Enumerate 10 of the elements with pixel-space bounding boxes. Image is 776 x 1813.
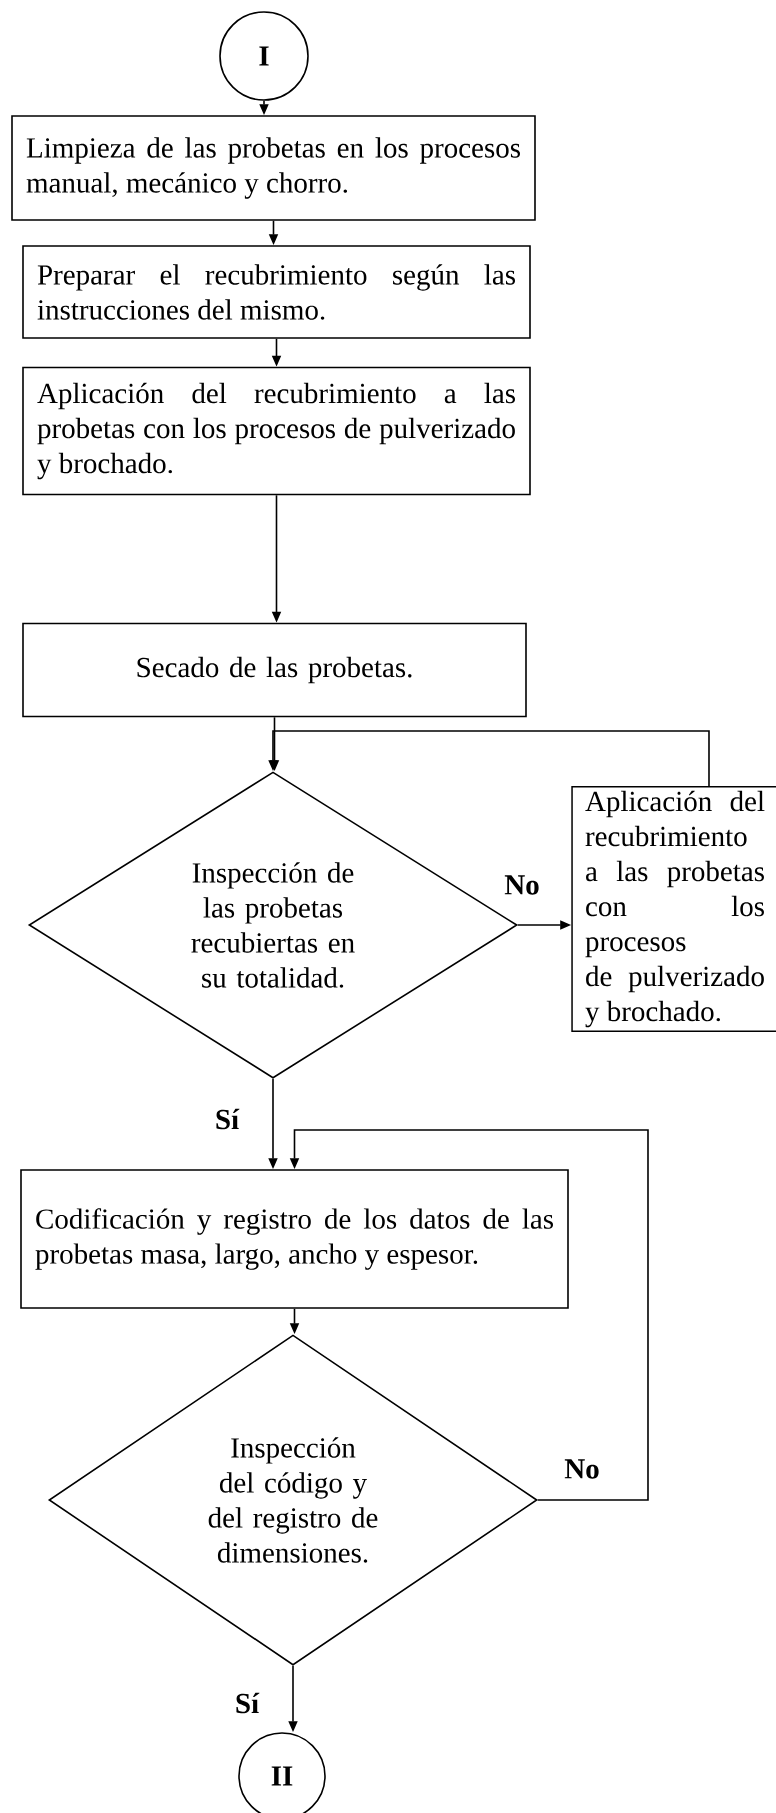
- process-box: Preparar el recubrimiento según las instrucciones del mismo.: [22, 245, 531, 339]
- process-box: Aplicación del recubrimiento a las probetas con los procesos de pulverizado y brochado.: [571, 786, 776, 1032]
- edge-label: Sí: [233, 1691, 261, 1715]
- process-box: Limpieza de las probetas en los procesos manual, mecánico y chorro.: [11, 115, 536, 221]
- edge-label: Sí: [213, 1107, 241, 1131]
- process-box: Codificación y registro de los datos de las probetas masa, largo, ancho y espesor.: [20, 1169, 569, 1309]
- process-box: Secado de las probetas.: [22, 622, 527, 718]
- edge-label: No: [563, 1458, 601, 1480]
- arrow: [268, 730, 710, 787]
- process-box: Aplicación del recubrimiento a las probetas con los procesos de pulverizado y brochado.: [22, 366, 531, 496]
